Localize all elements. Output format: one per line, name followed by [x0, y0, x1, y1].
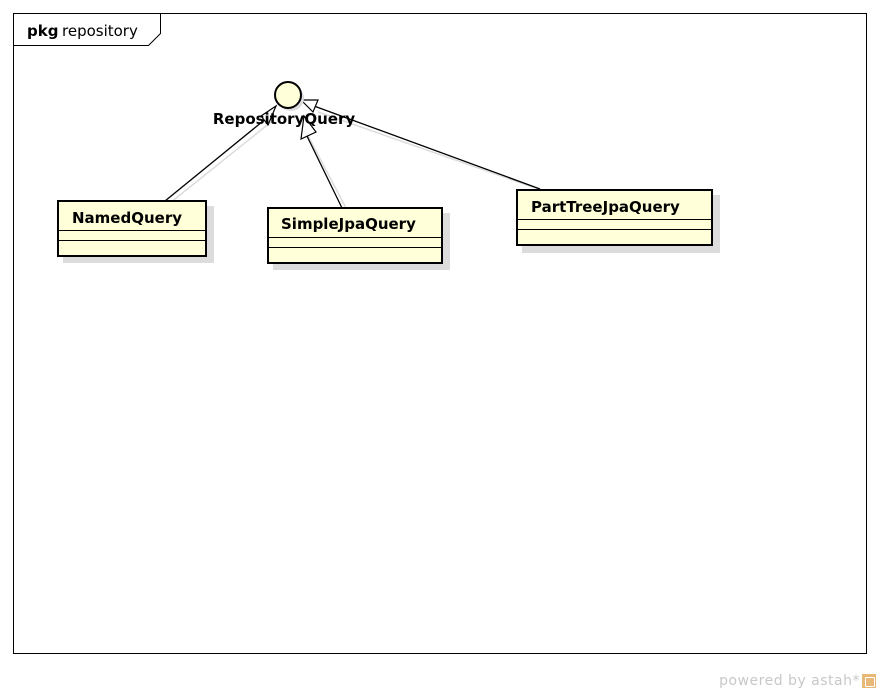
- class-name-parttreejpaquery: PartTreeJpaQuery: [531, 198, 680, 216]
- edge-shadow-namedquery: [169, 121, 272, 204]
- arrowhead-simplejpaquery: [300, 114, 317, 141]
- package-tab: [13, 13, 161, 46]
- arrowhead-namedquery: [260, 104, 278, 127]
- package-keyword: pkg: [27, 22, 58, 40]
- footer-text: powered by astah*: [719, 673, 860, 689]
- interface-name: RepositoryQuery: [213, 110, 355, 128]
- footer-watermark: powered by astah*: [719, 673, 876, 689]
- package-frame: [13, 13, 867, 654]
- edge-simplejpaquery-realization: [305, 133, 343, 209]
- astah-logo-icon: [862, 674, 876, 688]
- class-box-simplejpaquery: [267, 207, 443, 264]
- class-box-parttreejpaquery: [516, 189, 713, 246]
- class-box-namedquery: [57, 200, 207, 257]
- edge-namedquery-realization: [164, 116, 269, 202]
- edge-shadow-simplejpaquery: [305, 131, 347, 209]
- class-name-simplejpaquery: SimpleJpaQuery: [281, 215, 416, 233]
- edge-parttreejpaquery-realization: [313, 105, 541, 190]
- class-name-namedquery: NamedQuery: [72, 209, 182, 227]
- edge-shadow-parttreejpaquery: [317, 111, 545, 192]
- package-name: repository: [62, 22, 138, 40]
- interface-circle: [274, 81, 302, 109]
- arrowhead-parttreejpaquery: [299, 99, 319, 114]
